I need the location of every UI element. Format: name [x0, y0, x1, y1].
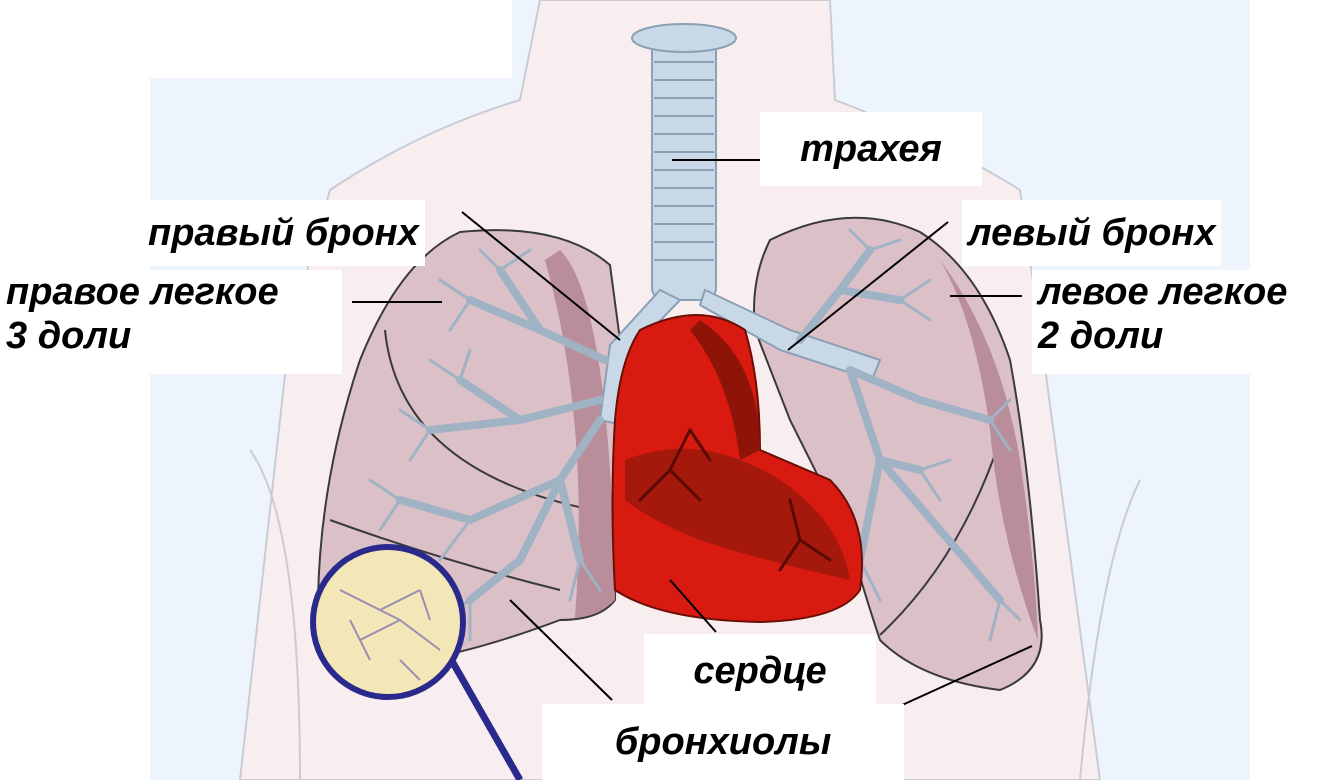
trachea-label: трахея: [760, 112, 982, 186]
right-lung-label-line2: 3 доли: [6, 314, 336, 358]
left-bronchus-label: левый бронх: [962, 200, 1221, 266]
trachea-top: [632, 24, 736, 52]
top-white-block: [150, 0, 512, 78]
magnifier-lens: [313, 547, 463, 697]
left-lung-label-line2: 2 доли: [1038, 314, 1331, 358]
right-bronchus-label: правый бронх: [142, 200, 425, 266]
heart-label: сердце: [644, 634, 876, 708]
left-lung-label: левое легкое 2 доли: [1032, 270, 1331, 374]
right-lung-label: правое легкое 3 доли: [0, 270, 342, 374]
right-lung-label-line1: правое легкое: [6, 270, 336, 314]
left-lung-label-line1: левое легкое: [1038, 270, 1331, 314]
bronchioles-label: бронхиолы: [542, 704, 904, 780]
